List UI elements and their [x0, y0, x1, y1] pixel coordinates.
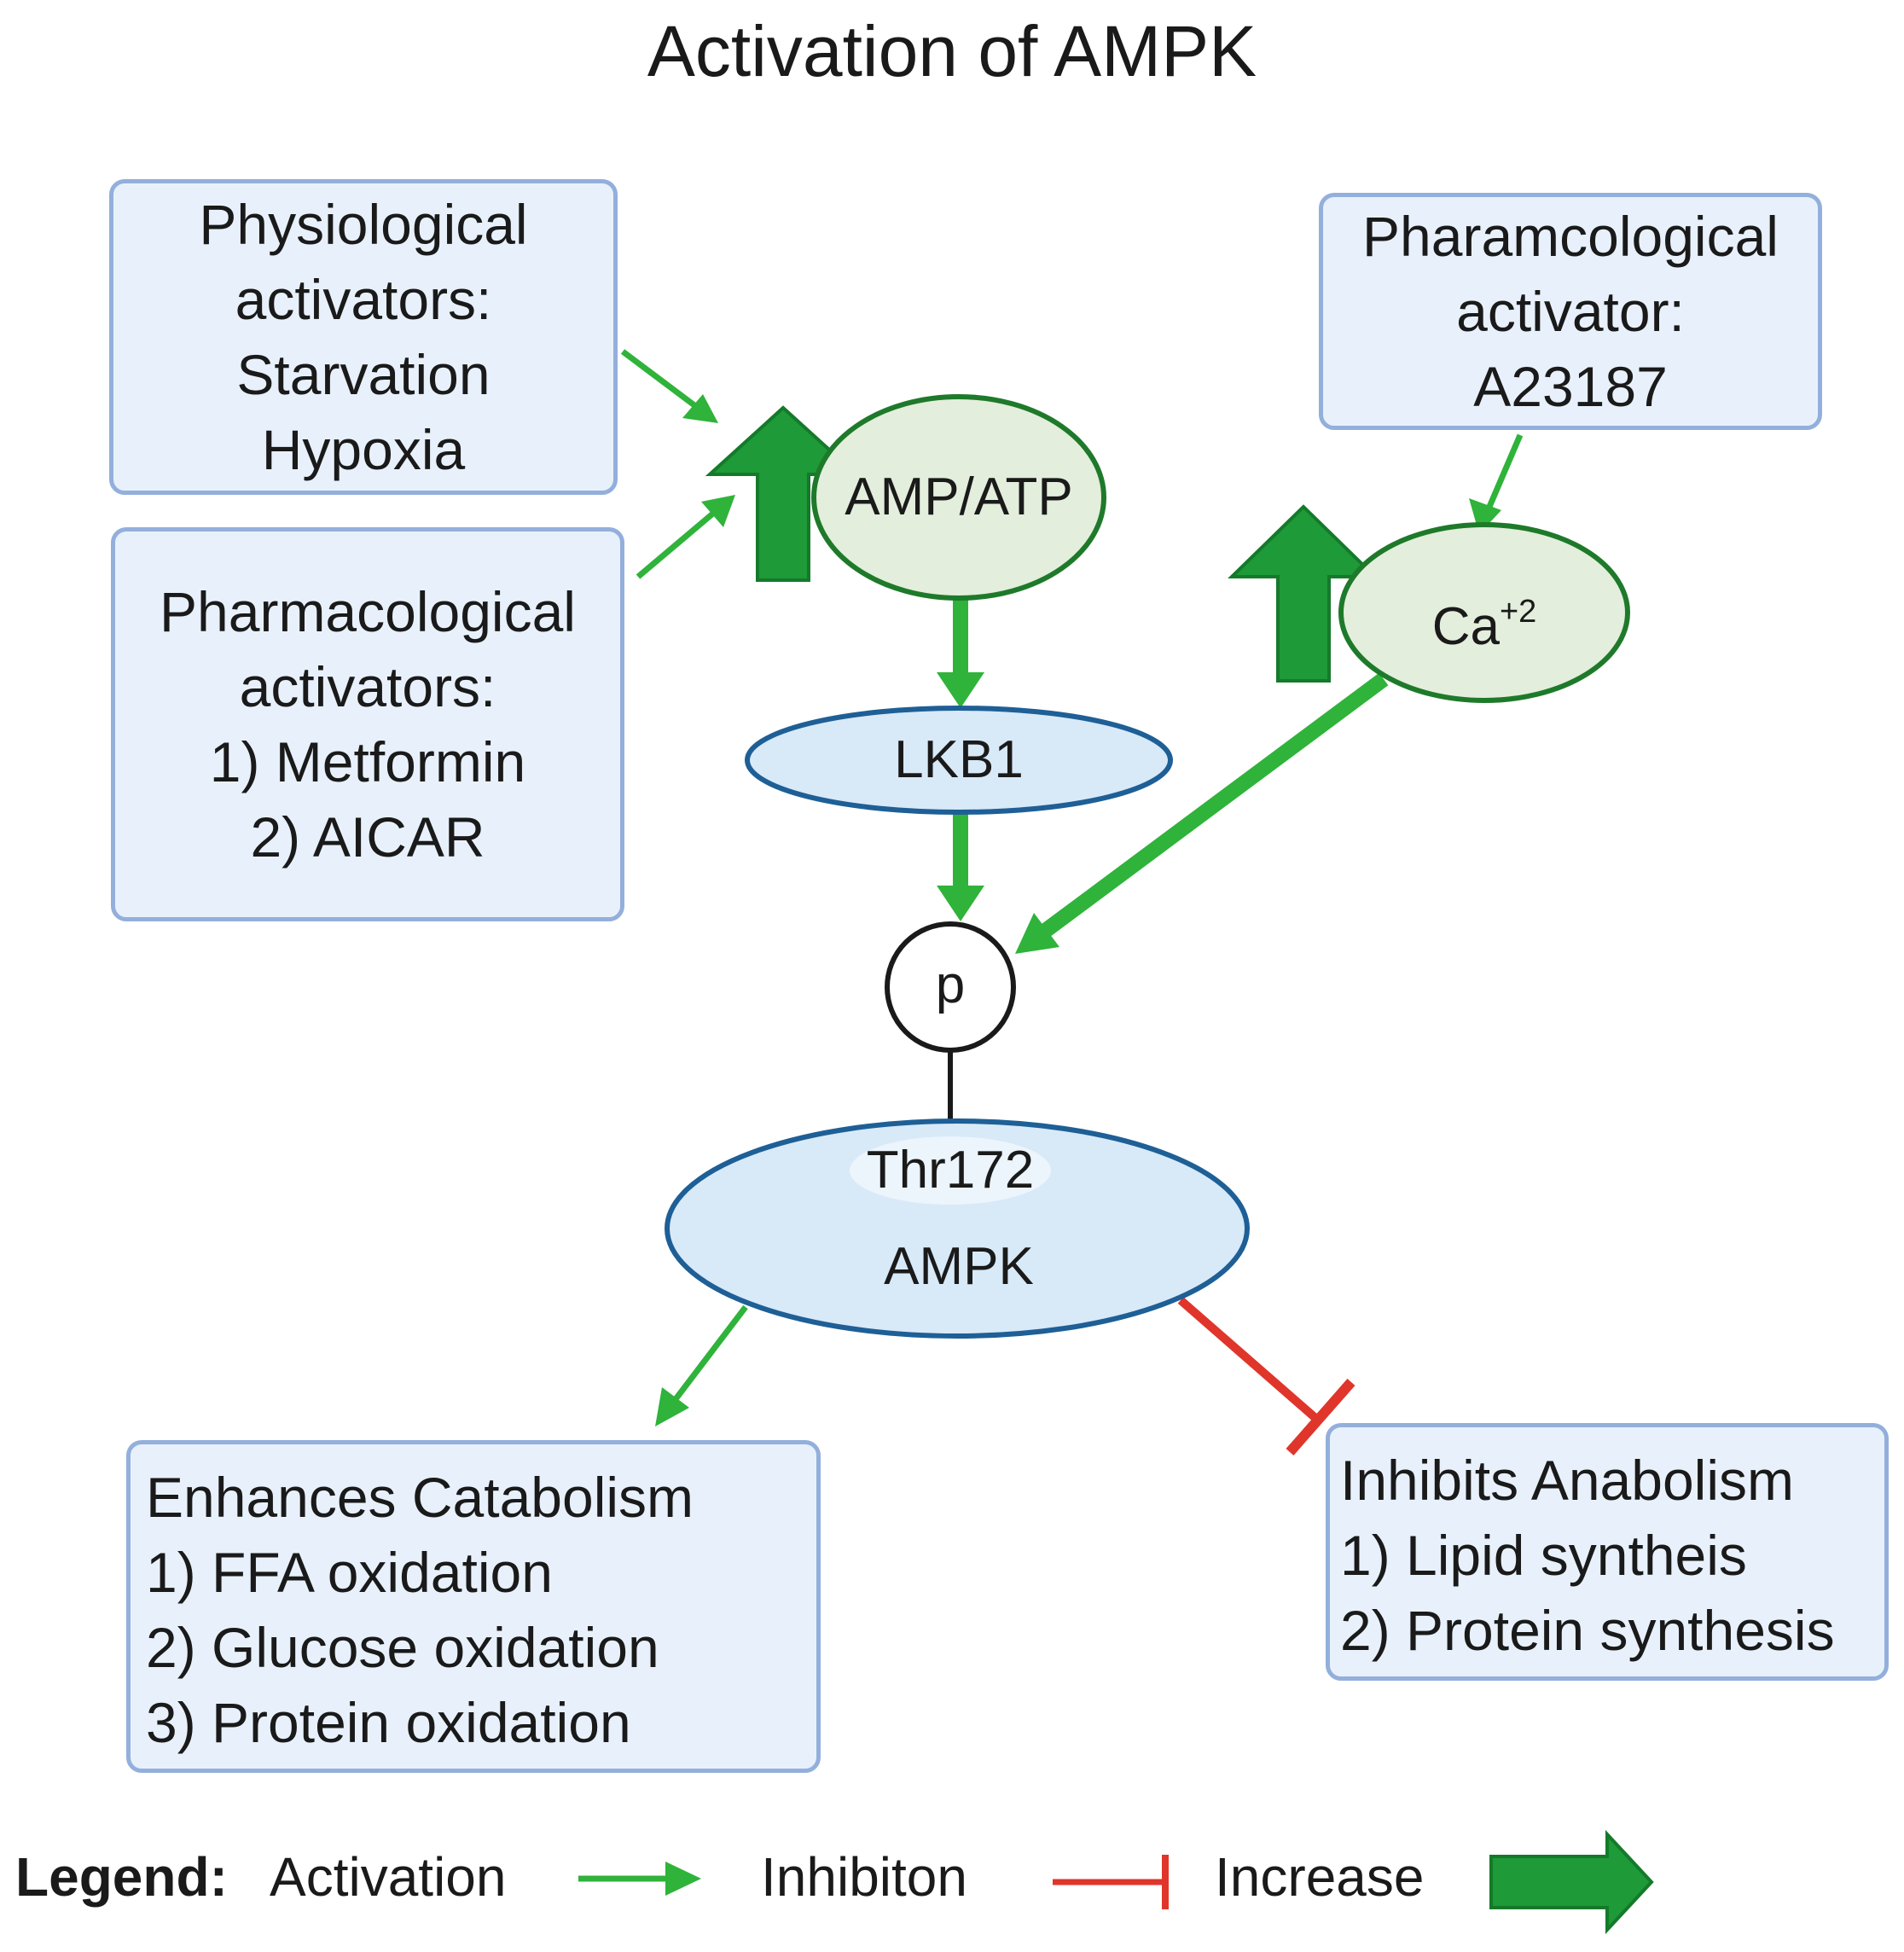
thr172-highlight [850, 1136, 1051, 1205]
box-line: A23187 [1473, 355, 1668, 418]
increase-arrow-amp [705, 405, 862, 582]
phosphate-label: p [935, 956, 966, 1014]
box-line: 3) Protein oxidation [146, 1691, 631, 1754]
box-line: 2) Glucose oxidation [146, 1616, 659, 1679]
inhibits-anabolism-box: Inhibits Anabolism 1) Lipid syntheis 2) … [1326, 1423, 1889, 1681]
legend-inhibition-label: Inhibiton [761, 1846, 967, 1908]
lkb1-node [745, 706, 1173, 815]
box-line: Starvation [236, 343, 491, 406]
box-line: 1) Metformin [209, 730, 526, 793]
arrow-physiological-to-amp [620, 349, 718, 423]
box-line: activator: [1456, 280, 1685, 343]
lkb1-label: LKB1 [894, 730, 1024, 789]
arrow-ca-to-p [1015, 672, 1389, 954]
legend-activation-label: Activation [270, 1846, 507, 1908]
box-line: Inhibits Anabolism [1340, 1449, 1794, 1512]
diagram-title: Activation of AMPK [647, 11, 1257, 91]
arrow-lkb1-to-p [937, 812, 984, 921]
legend-increase-arrow [1489, 1829, 1654, 1935]
amp-atp-node [811, 394, 1106, 601]
box-line: 2) Protein synthesis [1340, 1599, 1835, 1662]
box-line: 2) AICAR [250, 805, 485, 869]
arrow-pharmacological-to-amp [636, 495, 735, 579]
calcium-charge: +2 [1499, 594, 1537, 630]
ampk-node [665, 1118, 1250, 1339]
box-line: Pharamcological [1362, 205, 1779, 268]
amp-atp-label: AMP/ATP [845, 468, 1073, 526]
box-line: Hypoxia [261, 418, 466, 481]
arrow-a23187-to-ca [1469, 433, 1524, 534]
inhibition-ampk-to-anabolism [1177, 1297, 1355, 1455]
legend-activation-arrow [578, 1862, 701, 1896]
thr172-label: Thr172 [866, 1141, 1035, 1200]
box-line: 1) FFA oxidation [146, 1541, 553, 1604]
legend-inhibition-symbol [1053, 1855, 1169, 1909]
phosphate-node [885, 921, 1016, 1053]
box-line: activators: [239, 655, 496, 718]
arrow-amp-to-lkb1 [937, 597, 984, 708]
arrow-ampk-to-catabolism [655, 1304, 748, 1426]
calcium-symbol: Ca [1431, 597, 1500, 656]
box-line: Physiological [199, 193, 528, 256]
box-line: activators: [235, 268, 492, 331]
enhances-catabolism-box: Enhances Catabolism 1) FFA oxidation 2) … [126, 1440, 821, 1773]
box-line: Pharmacological [160, 580, 576, 643]
pharmacological-activators-box: Pharmacological activators: 1) Metformin… [111, 527, 624, 921]
legend-increase-label: Increase [1215, 1846, 1425, 1908]
pharamcological-activator-box: Pharamcological activator: A23187 [1319, 193, 1822, 430]
increase-arrow-ca [1228, 504, 1379, 683]
legend-heading: Legend: [15, 1846, 228, 1908]
ampk-label: AMPK [884, 1237, 1034, 1296]
box-line: Enhances Catabolism [146, 1466, 694, 1529]
calcium-node [1338, 522, 1630, 703]
physiological-activators-box: Physiological activators: Starvation Hyp… [109, 179, 618, 495]
box-line: 1) Lipid syntheis [1340, 1524, 1747, 1587]
calcium-label: Ca+2 [1356, 582, 1612, 657]
